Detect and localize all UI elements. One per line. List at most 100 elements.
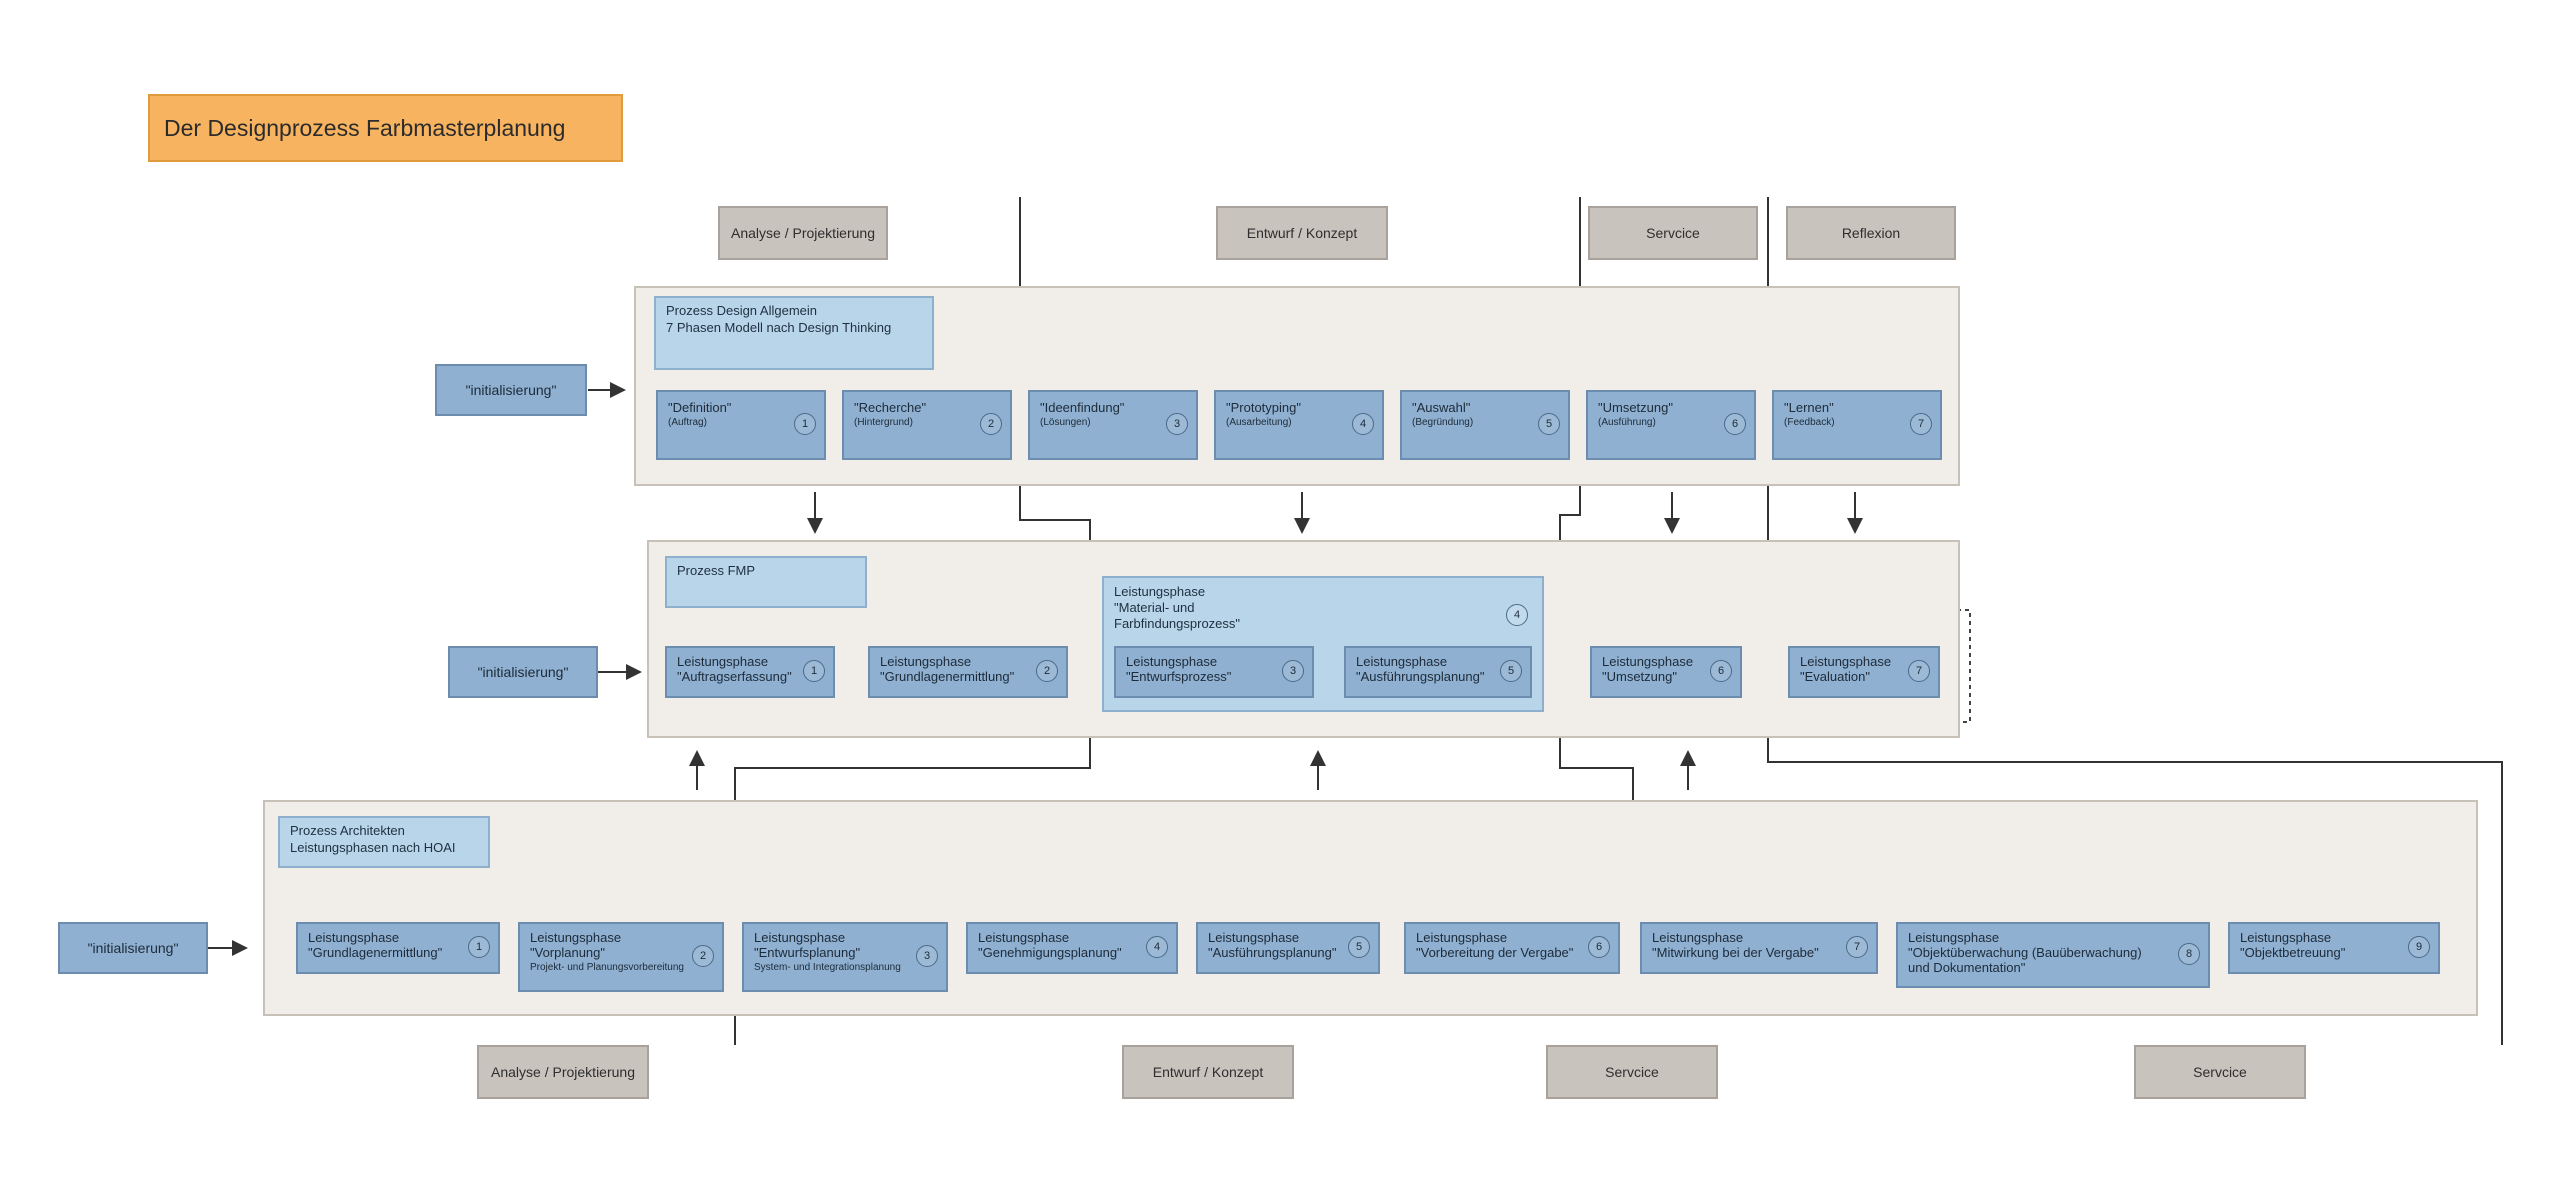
phase-label: "Ideenfindung" bbox=[1040, 400, 1125, 415]
design-phase-4: "Prototyping" (Ausarbeitung) 4 bbox=[1214, 390, 1384, 460]
group-line1: Leistungsphase bbox=[1114, 584, 1206, 599]
phase-number: 1 bbox=[468, 936, 490, 958]
phase-number: 7 bbox=[1910, 413, 1932, 435]
phase-number: 7 bbox=[1908, 660, 1930, 682]
phase-number: 3 bbox=[1166, 413, 1188, 435]
design-phase-3: "Ideenfindung" (Lösungen) 3 bbox=[1028, 390, 1198, 460]
phase-sub: (Auftrag) bbox=[668, 417, 707, 428]
design-header-line2: 7 Phasen Modell nach Design Thinking bbox=[666, 320, 892, 335]
category-analyse-top: Analyse / Projektierung bbox=[718, 206, 888, 260]
fmp-phase-2: Leistungsphase "Grundlagenermittlung" 2 bbox=[868, 646, 1068, 698]
initialisierung-fmp: "initialisierung" bbox=[448, 646, 598, 698]
hoai-phase-2: Leistungsphase "Vorplanung" Projekt- und… bbox=[518, 922, 724, 992]
phase-label: "Recherche" bbox=[854, 400, 927, 415]
fmp-phase-6: Leistungsphase "Umsetzung" 6 bbox=[1590, 646, 1742, 698]
category-service-bottom-2: Servcice bbox=[2134, 1045, 2306, 1099]
phase-line1: Leistungsphase bbox=[754, 930, 846, 945]
phase-line1: Leistungsphase bbox=[1602, 654, 1694, 669]
phase-line2: "Evaluation" bbox=[1800, 669, 1870, 684]
phase-line2: "Objektbetreuung" bbox=[2240, 945, 2346, 960]
phase-sub: (Ausführung) bbox=[1598, 417, 1656, 428]
phase-line2: "Mitwirkung bei der Vergabe" bbox=[1652, 945, 1819, 960]
phase-number: 7 bbox=[1846, 936, 1868, 958]
phase-line2: "Entwurfsplanung" bbox=[754, 945, 861, 960]
phase-line1: Leistungsphase bbox=[1416, 930, 1508, 945]
phase-sub: (Feedback) bbox=[1784, 417, 1835, 428]
hoai-phase-9: Leistungsphase "Objektbetreuung" 9 bbox=[2228, 922, 2440, 974]
phase-label: "Definition" bbox=[668, 400, 732, 415]
phase-line1: Leistungsphase bbox=[308, 930, 400, 945]
category-service-top: Servcice bbox=[1588, 206, 1758, 260]
hoai-header-line2: Leistungsphasen nach HOAI bbox=[290, 840, 456, 855]
phase-number: 3 bbox=[1282, 660, 1304, 682]
phase-line2: "Ausführungsplanung" bbox=[1208, 945, 1337, 960]
design-process-header: Prozess Design Allgemein 7 Phasen Modell… bbox=[654, 296, 934, 370]
phase-line2: "Grundlagenermittlung" bbox=[308, 945, 443, 960]
phase-sub: (Ausarbeitung) bbox=[1226, 417, 1292, 428]
phase-number: 2 bbox=[980, 413, 1002, 435]
phase-line1: Leistungsphase bbox=[1800, 654, 1892, 669]
phase-label: "Umsetzung" bbox=[1598, 400, 1673, 415]
phase-label: "Prototyping" bbox=[1226, 400, 1301, 415]
phase-line2: "Auftragserfassung" bbox=[677, 669, 792, 684]
phase-label: "Lernen" bbox=[1784, 400, 1834, 415]
phase-sub: System- und Integrationsplanung bbox=[754, 962, 901, 973]
phase-line2: "Umsetzung" bbox=[1602, 669, 1677, 684]
design-phase-5: "Auswahl" (Begründung) 5 bbox=[1400, 390, 1570, 460]
category-service-bottom-1: Servcice bbox=[1546, 1045, 1718, 1099]
hoai-phase-8: Leistungsphase "Objektüberwachung (Bauüb… bbox=[1896, 922, 2210, 988]
phase-line1: Leistungsphase bbox=[1652, 930, 1744, 945]
design-header-line1: Prozess Design Allgemein bbox=[666, 303, 818, 318]
phase-line1: Leistungsphase bbox=[978, 930, 1070, 945]
phase-number: 1 bbox=[803, 660, 825, 682]
fmp-phase-1: Leistungsphase "Auftragserfassung" 1 bbox=[665, 646, 835, 698]
category-entwurf-top: Entwurf / Konzept bbox=[1216, 206, 1388, 260]
hoai-phase-5: Leistungsphase "Ausführungsplanung" 5 bbox=[1196, 922, 1380, 974]
phase-line2: "Objektüberwachung (Bauüberwachung) bbox=[1908, 945, 2142, 960]
hoai-phase-7: Leistungsphase "Mitwirkung bei der Verga… bbox=[1640, 922, 1878, 974]
phase-number: 9 bbox=[2408, 936, 2430, 958]
phase-number: 1 bbox=[794, 413, 816, 435]
design-phase-1: "Definition" (Auftrag) 1 bbox=[656, 390, 826, 460]
phase-line2: "Ausführungsplanung" bbox=[1356, 669, 1485, 684]
phase-line1: Leistungsphase bbox=[530, 930, 622, 945]
hoai-phase-3: Leistungsphase "Entwurfsplanung" System-… bbox=[742, 922, 948, 992]
phase-line1: Leistungsphase bbox=[1356, 654, 1448, 669]
fmp-phase-3: Leistungsphase "Entwurfsprozess" 3 bbox=[1114, 646, 1314, 698]
phase-line2: "Genehmigungsplanung" bbox=[978, 945, 1122, 960]
initialisierung-hoai: "initialisierung" bbox=[58, 922, 208, 974]
hoai-header-line1: Prozess Architekten bbox=[290, 823, 405, 838]
group-line2: "Material- und bbox=[1114, 600, 1195, 615]
phase-label: "Auswahl" bbox=[1412, 400, 1471, 415]
phase-line1: Leistungsphase bbox=[880, 654, 972, 669]
phase-line1: Leistungsphase bbox=[1908, 930, 2000, 945]
phase-number: 6 bbox=[1724, 413, 1746, 435]
phase-number: 4 bbox=[1146, 936, 1168, 958]
phase-line1: Leistungsphase bbox=[1126, 654, 1218, 669]
hoai-process-header: Prozess Architekten Leistungsphasen nach… bbox=[278, 816, 490, 868]
phase-number: 2 bbox=[1036, 660, 1058, 682]
initialisierung-design: "initialisierung" bbox=[435, 364, 587, 416]
diagram-title: Der Designprozess Farbmasterplanung bbox=[148, 94, 623, 162]
phase-sub: (Lösungen) bbox=[1040, 417, 1091, 428]
hoai-phase-4: Leistungsphase "Genehmigungsplanung" 4 bbox=[966, 922, 1178, 974]
category-reflexion-top: Reflexion bbox=[1786, 206, 1956, 260]
fmp-process-header: Prozess FMP bbox=[665, 556, 867, 608]
design-phase-6: "Umsetzung" (Ausführung) 6 bbox=[1586, 390, 1756, 460]
fmp-phase-5: Leistungsphase "Ausführungsplanung" 5 bbox=[1344, 646, 1532, 698]
phase-line2: "Vorbereitung der Vergabe" bbox=[1416, 945, 1574, 960]
design-phase-2: "Recherche" (Hintergrund) 2 bbox=[842, 390, 1012, 460]
category-analyse-bottom: Analyse / Projektierung bbox=[477, 1045, 649, 1099]
phase-line2: "Entwurfsprozess" bbox=[1126, 669, 1232, 684]
phase-sub: (Begründung) bbox=[1412, 417, 1474, 428]
design-phase-7: "Lernen" (Feedback) 7 bbox=[1772, 390, 1942, 460]
phase-number: 6 bbox=[1710, 660, 1732, 682]
phase-number: 5 bbox=[1538, 413, 1560, 435]
category-entwurf-bottom: Entwurf / Konzept bbox=[1122, 1045, 1294, 1099]
phase-sub: (Hintergrund) bbox=[854, 417, 913, 428]
phase-number: 2 bbox=[692, 945, 714, 967]
phase-line2: "Grundlagenermittlung" bbox=[880, 669, 1015, 684]
phase-line1: Leistungsphase bbox=[1208, 930, 1300, 945]
phase-number: 3 bbox=[916, 945, 938, 967]
phase-line2: "Vorplanung" bbox=[530, 945, 606, 960]
